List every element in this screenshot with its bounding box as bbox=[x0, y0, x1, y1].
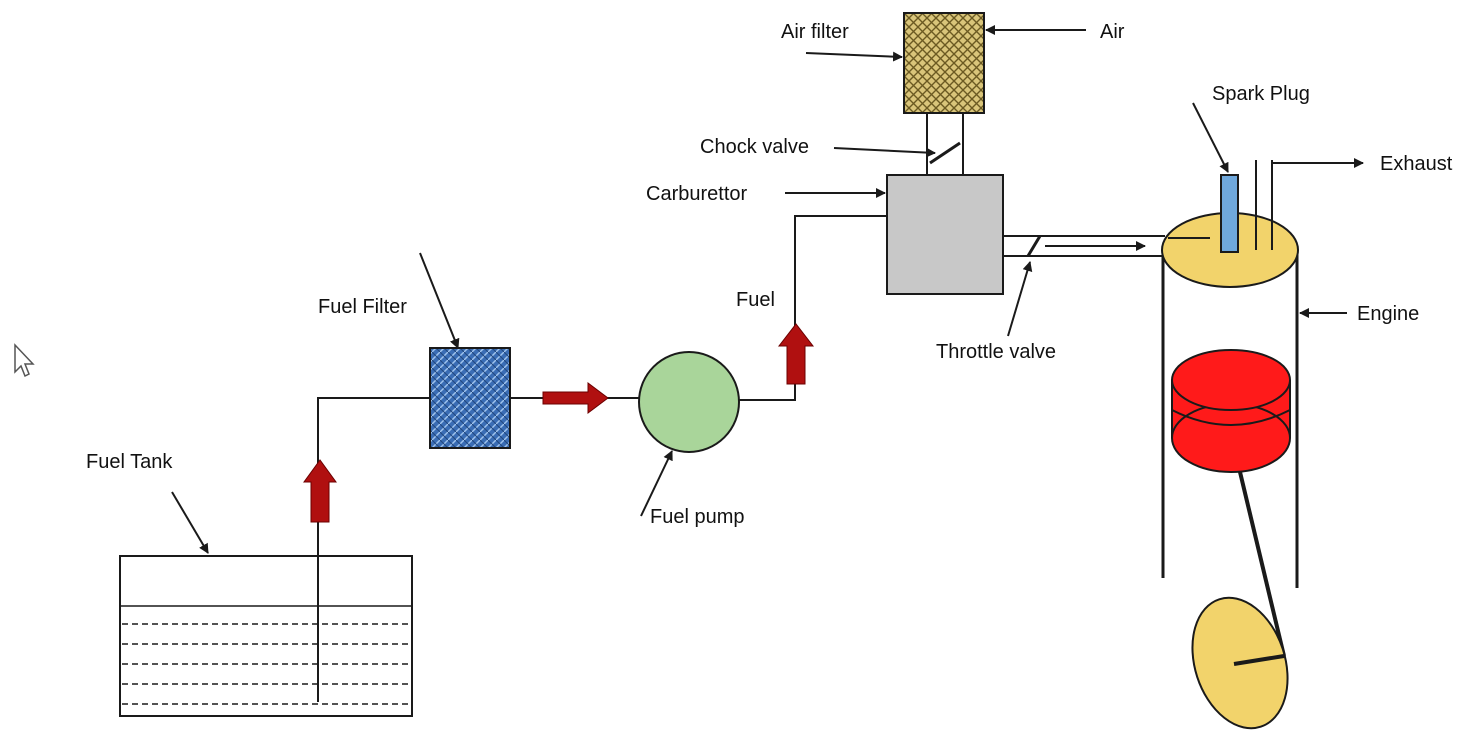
fuel-pipe-pump-to-carburettor bbox=[739, 215, 888, 401]
fuel-pipe-tank-to-filter bbox=[317, 397, 430, 702]
fuel-tank-pointer bbox=[171, 491, 209, 554]
carburettor bbox=[886, 174, 1004, 295]
fuel-pump-label: Fuel pump bbox=[650, 506, 745, 528]
fuel-tank bbox=[119, 555, 413, 717]
fuel-filter bbox=[429, 347, 511, 449]
chock-valve bbox=[929, 141, 961, 165]
air-label: Air bbox=[1100, 21, 1125, 43]
fuel-pump bbox=[638, 351, 740, 453]
connecting-rod bbox=[1238, 471, 1286, 657]
spark-plug bbox=[1220, 174, 1239, 253]
exhaust-label: Exhaust bbox=[1380, 153, 1453, 175]
engine-label: Engine bbox=[1357, 303, 1419, 325]
fuel-filter-pointer bbox=[419, 252, 460, 349]
throttle-valve-pointer bbox=[1007, 261, 1033, 337]
throttle-valve bbox=[1026, 235, 1042, 257]
flow-arrow-right-filter bbox=[542, 382, 609, 414]
piston bbox=[1171, 349, 1291, 473]
chock-valve-label: Chock valve bbox=[700, 136, 809, 158]
flow-arrow-up-fuel bbox=[777, 323, 815, 385]
cursor-icon bbox=[14, 343, 35, 378]
air-filter-pointer bbox=[805, 51, 903, 62]
chock-valve-pointer bbox=[833, 147, 936, 158]
fuel-tank-label: Fuel Tank bbox=[86, 451, 173, 473]
air-filter-label: Air filter bbox=[781, 21, 849, 43]
fuel-label: Fuel bbox=[736, 289, 775, 311]
fuel-pump-pointer bbox=[640, 450, 673, 517]
air-filter bbox=[903, 12, 985, 114]
crank-arm bbox=[1233, 654, 1285, 666]
spark-plug-pointer bbox=[1192, 102, 1229, 173]
flow-arrow-up-tank bbox=[303, 459, 337, 523]
fuel-filter-label: Fuel Filter bbox=[318, 296, 407, 318]
carburettor-label: Carburettor bbox=[646, 183, 747, 205]
throttle-valve-label: Throttle valve bbox=[936, 341, 1056, 363]
spark-plug-label: Spark Plug bbox=[1212, 83, 1310, 105]
crank-wheel bbox=[1191, 596, 1289, 730]
